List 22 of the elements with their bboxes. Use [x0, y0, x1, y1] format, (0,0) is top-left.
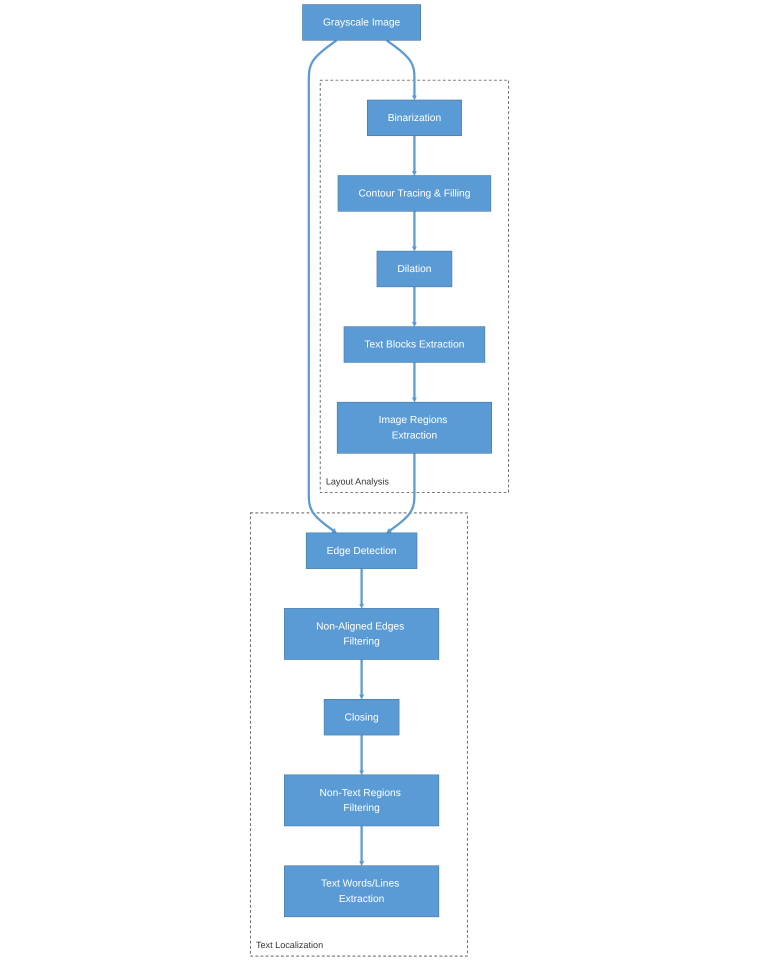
arrow — [411, 211, 416, 252]
arrow — [386, 453, 416, 534]
arrow — [358, 735, 364, 776]
node-box: Closing — [323, 699, 399, 736]
arrow — [411, 136, 416, 176]
arrow — [385, 39, 416, 100]
node-box: Dilation — [376, 250, 452, 288]
node-box: Image Regions Extraction — [336, 402, 492, 454]
node-box: Grayscale Image — [302, 4, 420, 41]
node-box: Text Blocks Extraction — [343, 326, 485, 363]
node-box: Non-Text Regions Filtering — [284, 774, 439, 826]
arrow — [411, 362, 416, 402]
arrow — [411, 286, 416, 327]
node-box: Text Words/Lines Extraction — [284, 865, 439, 918]
arrow — [358, 826, 364, 866]
node-box: Non-Aligned Edges Filtering — [284, 608, 439, 660]
arrow — [358, 660, 364, 700]
arrow — [307, 39, 337, 534]
arrow — [358, 568, 364, 609]
node-box: Contour Tracing & Filling — [337, 175, 491, 212]
node-box: Edge Detection — [305, 532, 417, 569]
node-box: Binarization — [366, 100, 462, 136]
